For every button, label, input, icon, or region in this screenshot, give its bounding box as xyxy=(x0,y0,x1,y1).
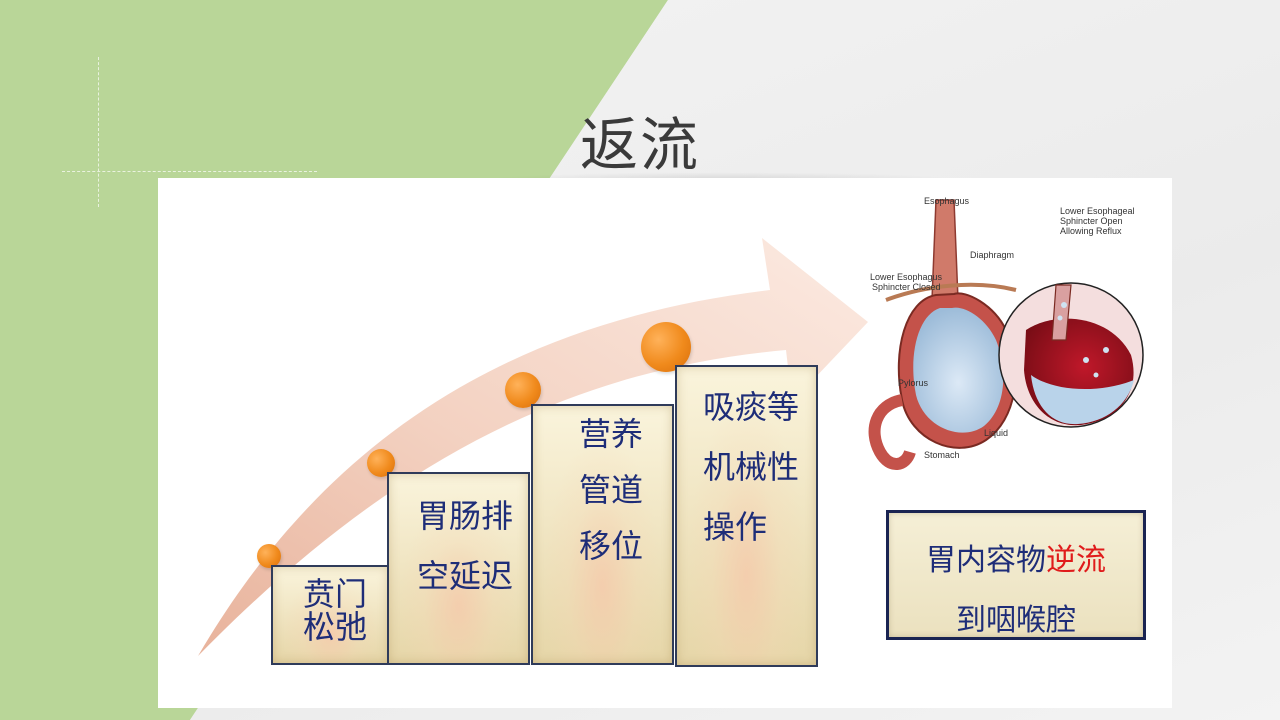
step-dot-3 xyxy=(505,372,541,408)
reflux-result-box: 胃内容物逆流 到咽喉腔 xyxy=(886,510,1146,640)
step-3-line-1: 营养 xyxy=(579,415,644,453)
step-3-line-2: 管道 xyxy=(579,471,644,509)
step-box-4: 吸痰等 机械性 操作 xyxy=(675,365,818,667)
result-line-1-text: 胃内容物 xyxy=(926,543,1046,578)
step-4-line-1: 吸痰等 xyxy=(703,388,800,426)
magnified-liquid xyxy=(1031,375,1134,425)
label-stomach: Stomach xyxy=(924,450,960,460)
step-2-line-2: 空延迟 xyxy=(417,557,514,595)
label-liquid: Liquid xyxy=(984,428,1008,438)
label-les-open-3: Allowing Reflux xyxy=(1060,226,1122,236)
arrow-shape xyxy=(198,238,868,656)
diaphragm-line xyxy=(885,282,1017,302)
stomach-contents xyxy=(913,307,1004,433)
step-4-line-3: 操作 xyxy=(703,508,768,546)
duodenum xyxy=(868,394,916,470)
label-les-open-1: Lower Esophageal xyxy=(1060,206,1135,216)
reflux-droplet xyxy=(1057,315,1063,321)
step-1-line-1: 贲门 xyxy=(303,575,368,613)
label-les-open-2: Sphincter Open xyxy=(1060,216,1123,226)
step-box-3: 营养 管道 移位 xyxy=(531,404,674,665)
reflux-droplet xyxy=(1103,347,1109,353)
step-box-2: 胃肠排 空延迟 xyxy=(387,472,530,665)
step-2-line-1: 胃肠排 xyxy=(417,497,514,535)
label-les-closed-1: Lower Esophagus xyxy=(870,272,943,282)
step-dot-4 xyxy=(641,322,691,372)
decorative-horizontal-line xyxy=(62,171,317,172)
step-3-line-3: 移位 xyxy=(579,527,644,565)
result-line-1: 胃内容物逆流 xyxy=(889,535,1143,579)
step-1-line-2: 松弛 xyxy=(303,608,368,646)
decorative-vertical-line xyxy=(98,57,99,207)
label-les-closed-2: Sphincter Closed xyxy=(872,282,941,292)
step-box-1: 贲门 松弛 xyxy=(271,565,390,665)
label-pylorus: Pylorus xyxy=(898,378,929,388)
magnified-esophagus xyxy=(1051,284,1072,341)
step-dot-1 xyxy=(257,544,281,568)
reflux-anatomy-illustration: Esophagus Diaphragm Lower Esophagus Sphi… xyxy=(868,196,1144,470)
step-4-line-2: 机械性 xyxy=(703,448,800,486)
reflux-droplet xyxy=(1083,357,1089,363)
label-esophagus: Esophagus xyxy=(924,196,970,206)
label-diaphragm: Diaphragm xyxy=(970,250,1014,260)
result-highlight-text: 逆流 xyxy=(1046,543,1106,578)
reflux-droplet xyxy=(1093,372,1099,378)
reflux-droplet xyxy=(1061,302,1067,308)
result-line-2: 到咽喉腔 xyxy=(956,603,1076,638)
slide-title: 返流 xyxy=(579,111,700,179)
